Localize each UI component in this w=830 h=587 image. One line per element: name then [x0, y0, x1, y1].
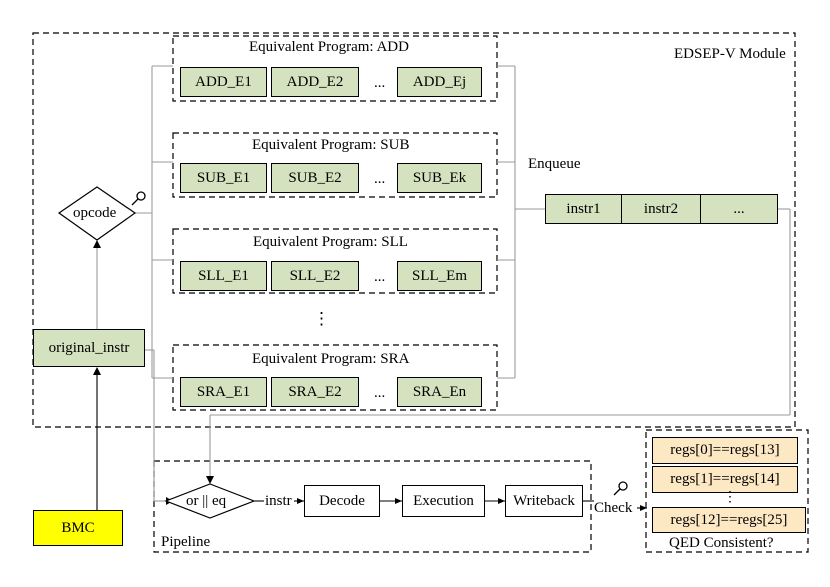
- queue-item-ellipsis: ...: [700, 194, 778, 224]
- equiv-item-add-ej: ADD_Ej: [397, 67, 482, 97]
- equiv-ellipsis-sll: ...: [374, 269, 386, 285]
- pipeline-stage-writeback: Writeback: [505, 485, 583, 517]
- dispatch-bracket: [135, 65, 173, 379]
- magnifier-icon: [131, 191, 146, 206]
- queue-feedback-line: [209, 208, 791, 476]
- equiv-program-title-sll: Equivalent Program: SLL: [253, 234, 408, 250]
- equiv-program-title-sra: Equivalent Program: SRA: [252, 351, 410, 367]
- queue-item-instr2: instr2: [621, 194, 701, 224]
- qed-ellipsis: ⋮: [723, 490, 737, 505]
- equiv-item-sra-e2: SRA_E2: [271, 377, 359, 407]
- equiv-item-sra-e1: SRA_E1: [180, 377, 267, 407]
- enqueue-label: Enqueue: [528, 156, 581, 172]
- opcode-diamond: [57, 186, 137, 241]
- bmc-to-instr-arrowhead: [93, 367, 101, 375]
- equiv-item-sra-en: SRA_En: [397, 377, 482, 407]
- original-instr-line: [145, 349, 166, 502]
- equiv-item-sll-e2: SLL_E2: [271, 261, 359, 291]
- qed-container: [645, 429, 809, 553]
- original-instr-box: original_instr: [33, 329, 145, 367]
- equiv-item-add-e1: ADD_E1: [180, 67, 267, 97]
- equiv-program-title-sub: Equivalent Program: SUB: [252, 137, 410, 153]
- enqueue-bracket: [497, 65, 545, 379]
- qed-label: QED Consistent?: [669, 535, 774, 551]
- pipeline-label: Pipeline: [161, 534, 211, 550]
- pipeline-instr-label: instr: [265, 493, 292, 509]
- equiv-program-sll-container: [172, 228, 498, 294]
- check-label: Check: [594, 500, 633, 516]
- queue-item-instr1: instr1: [545, 194, 622, 224]
- edsep-module-container: [32, 32, 796, 428]
- equiv-program-title-add: Equivalent Program: ADD: [249, 39, 409, 55]
- qed-check-1: regs[1]==regs[14]: [652, 466, 798, 493]
- equiv-ellipsis-sub: ...: [374, 171, 386, 187]
- opcode-label: opcode: [73, 205, 117, 221]
- equiv-item-sll-e1: SLL_E1: [180, 261, 267, 291]
- vertical-ellipsis: ⋮: [313, 309, 330, 328]
- mux-diamond: [164, 483, 256, 519]
- module-label: EDSEP-V Module: [674, 46, 786, 62]
- bmc-box: BMC: [33, 510, 123, 546]
- queue-feedback-arrowhead: [206, 476, 214, 484]
- pipeline-container: [153, 460, 592, 553]
- pipeline-stage-decode: Decode: [304, 485, 380, 517]
- equiv-program-add-container: [172, 35, 498, 102]
- equiv-ellipsis-sra: ...: [374, 385, 386, 401]
- equiv-item-sub-e2: SUB_E2: [271, 163, 359, 193]
- equiv-program-sub-container: [172, 132, 498, 198]
- equiv-ellipsis-add: ...: [374, 75, 386, 91]
- equiv-item-sub-ek: SUB_Ek: [397, 163, 482, 193]
- mux-label: or || eq: [186, 493, 227, 509]
- qed-check-0: regs[0]==regs[13]: [652, 437, 798, 464]
- check-magnifier-icon: [613, 481, 628, 496]
- qed-check-2: regs[12]==regs[25]: [652, 507, 806, 533]
- instr-to-opcode-arrowhead: [93, 240, 101, 248]
- equiv-item-sll-em: SLL_Em: [397, 261, 482, 291]
- equiv-item-sub-e1: SUB_E1: [180, 163, 267, 193]
- equiv-item-add-e2: ADD_E2: [271, 67, 359, 97]
- pipeline-stage-execution: Execution: [402, 485, 485, 517]
